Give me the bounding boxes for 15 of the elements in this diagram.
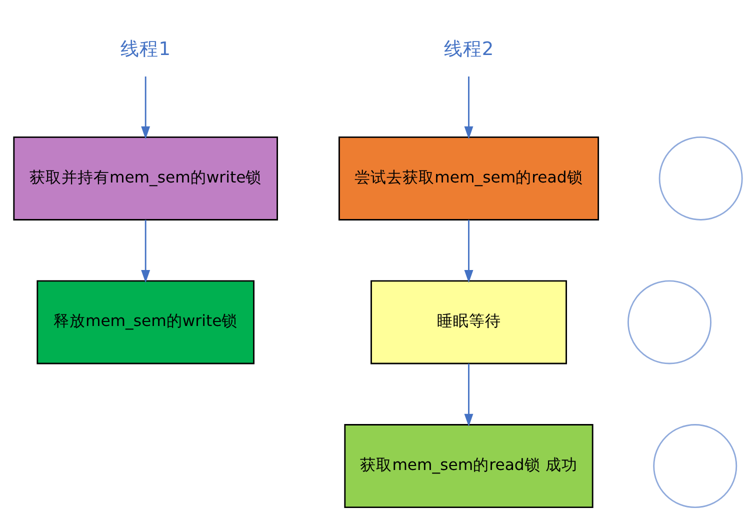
node-box: 获取并持有mem_sem的write锁: [13, 136, 278, 220]
node-circle: [653, 424, 738, 508]
node-circle: [658, 136, 743, 220]
node-text: 线程1: [120, 39, 170, 60]
node-box: 尝试去获取mem_sem的read锁: [338, 136, 600, 220]
node-box: 睡眠等待: [370, 280, 567, 364]
arrow: [141, 76, 150, 140]
arrow: [464, 364, 474, 427]
node-circle: [628, 280, 712, 364]
arrow: [464, 76, 474, 140]
node-text: 线程2: [444, 39, 494, 60]
arrow: [141, 220, 150, 283]
node-box: 获取mem_sem的read锁 成功: [344, 424, 594, 508]
arrow: [464, 220, 474, 283]
node-box: 释放mem_sem的write锁: [36, 280, 254, 364]
